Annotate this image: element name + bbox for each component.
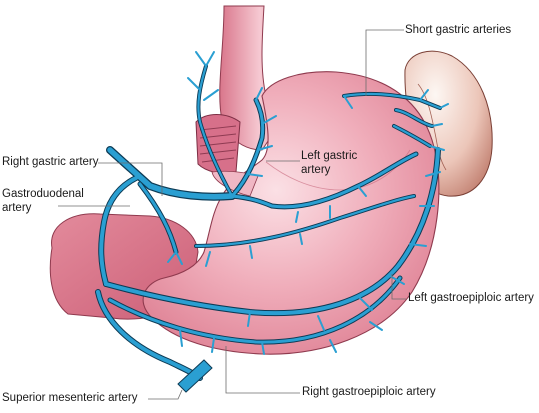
spleen-hilum [417, 83, 447, 171]
leader-superior-mesenteric [148, 389, 183, 400]
right-gastroepiploic-artery-vessel [104, 148, 440, 316]
label-left-gastric-artery-line2: artery [301, 164, 331, 176]
lesser-curvature-arcade [194, 194, 416, 248]
gastroduodenal-artery-vessel [138, 182, 178, 254]
superior-mesenteric-stump [177, 359, 213, 393]
left-gastric-artery-vessel [230, 152, 418, 209]
esophageal-branch [232, 98, 265, 196]
left-esophageal-branch [197, 64, 234, 198]
lower-arcade [108, 276, 402, 344]
label-right-gastric-artery: Right gastric artery [2, 156, 99, 168]
leader-right-gastroepiploic [225, 346, 300, 394]
leader-lines [58, 29, 406, 400]
label-left-gastric-artery-line1: Left gastric [301, 150, 358, 162]
label-right-gastroepiploic-artery: Right gastroepiploic artery [302, 386, 436, 398]
label-superior-mesenteric-artery: Superior mesenteric artery [2, 392, 138, 404]
celiac-trunk [107, 147, 235, 200]
artery-fill-layer [96, 64, 442, 380]
leader-left-gastroepiploic [391, 274, 406, 300]
leader-right-gastric [98, 162, 163, 196]
small-branches [167, 51, 449, 355]
label-gastroduodenal-artery-line1: Gastroduodenal [2, 188, 84, 200]
label-short-gastric-arteries: Short gastric arteries [405, 24, 512, 36]
leader-short-gastric [365, 29, 404, 96]
label-left-gastroepiploic-artery: Left gastroepiploic artery [408, 292, 534, 304]
right-gastric-artery-vessel [99, 176, 138, 286]
label-gastroduodenal-artery-line2: artery [2, 202, 32, 214]
